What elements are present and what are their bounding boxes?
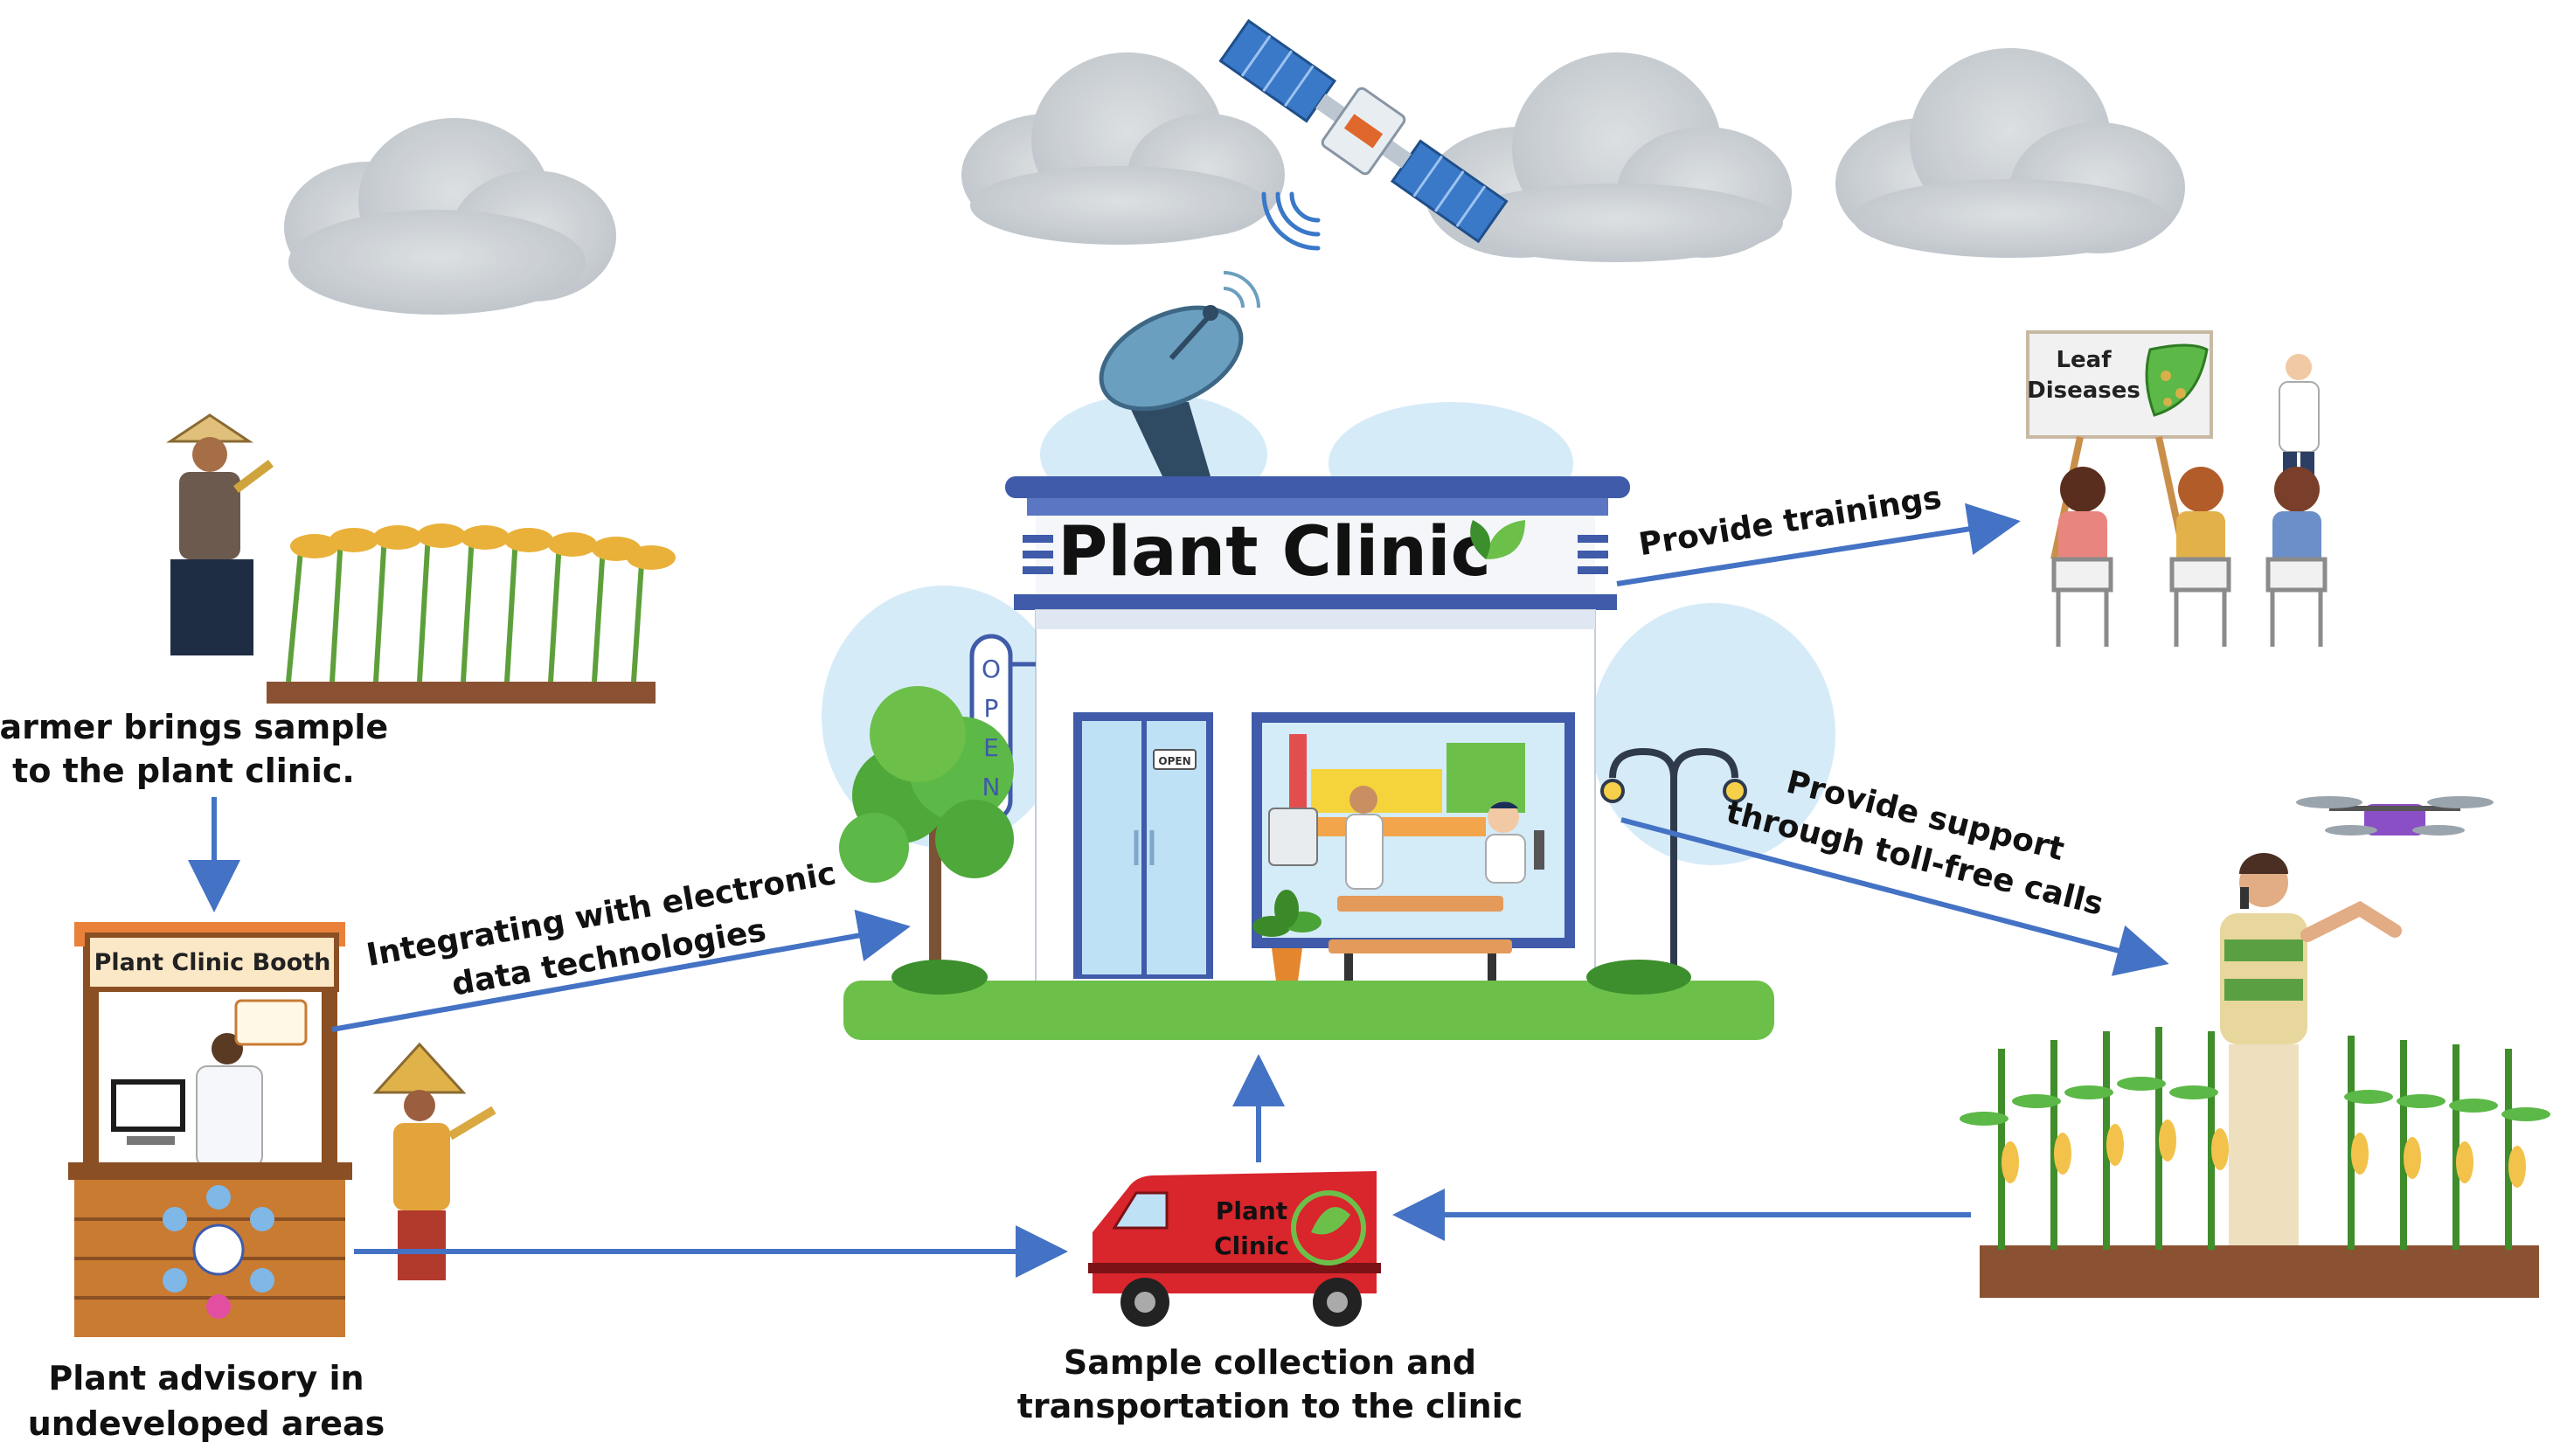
advisory-caption-line1: Plant advisory in: [48, 1359, 364, 1397]
open-letter: N: [982, 773, 1001, 801]
rice-field-icon: [267, 523, 676, 704]
microscope-researcher-figure: [1485, 801, 1544, 884]
plant-clinic-building: [969, 476, 1630, 993]
booth-sign: Plant Clinic Booth: [94, 949, 331, 976]
cloud-icon: [284, 118, 616, 315]
leaf-icon: [1470, 520, 1525, 559]
mobile-clinic-van: [1088, 1171, 1381, 1327]
van-text-line2: Clinic: [1214, 1231, 1289, 1260]
bench-icon: [1329, 896, 1512, 993]
satellite-dish-icon: [1099, 271, 1260, 476]
training-scene: [2026, 330, 2328, 647]
corn-field-icon: [1960, 1027, 2550, 1298]
board-text-line1: Leaf: [2056, 347, 2112, 373]
drone-icon: [2296, 796, 2494, 835]
farmer-caption-line2: to the plant clinic.: [12, 752, 355, 790]
farmer-woman-figure: [372, 1042, 496, 1280]
collection-caption-line1: Sample collection and: [1064, 1343, 1476, 1382]
open-letter: O: [982, 655, 1001, 683]
signal-waves-icon: [1261, 191, 1321, 251]
lab-machine-icon: [1268, 808, 1318, 866]
man-on-phone-figure: [2220, 853, 2402, 1254]
arrow-booth-to-clinic: [331, 909, 911, 1032]
plant-clinic-booth: [68, 922, 352, 1337]
board-text-line2: Diseases: [2027, 378, 2140, 404]
arrow-clinic-to-training: [1616, 503, 2021, 586]
trainings-label: Provide trainings: [1636, 480, 1944, 563]
flow-arrows: [188, 503, 2169, 1278]
grass-base: [843, 981, 1774, 1040]
advisory-caption-line2: undeveloped areas: [28, 1404, 385, 1443]
shrubs: [891, 960, 1691, 995]
satellite-icon: [1218, 18, 1509, 244]
open-sign-letters: O P E N: [982, 655, 1001, 801]
farmer-with-rice-figure: [166, 413, 274, 655]
scientist-figure: [1345, 786, 1384, 890]
arrow-clinic-to-support: [1620, 817, 2169, 976]
open-letter: P: [984, 694, 999, 723]
farmer-caption-line1: Farmer brings sample: [0, 708, 388, 746]
cloud-icon: [961, 52, 1285, 245]
tree-icon: [839, 686, 1014, 988]
cloud-icon: [1835, 48, 2185, 258]
clinic-sign-title: Plant Clinic: [1058, 513, 1491, 592]
street-lamp-icon: [1600, 747, 1747, 983]
periodic-table-poster: [1289, 734, 1525, 836]
potted-plant-icon: [1252, 890, 1322, 988]
door-open-tag: OPEN: [1158, 755, 1190, 767]
collection-caption-line2: transportation to the clinic: [1017, 1387, 1523, 1425]
open-letter: E: [983, 733, 999, 762]
van-text-line1: Plant: [1216, 1196, 1287, 1225]
